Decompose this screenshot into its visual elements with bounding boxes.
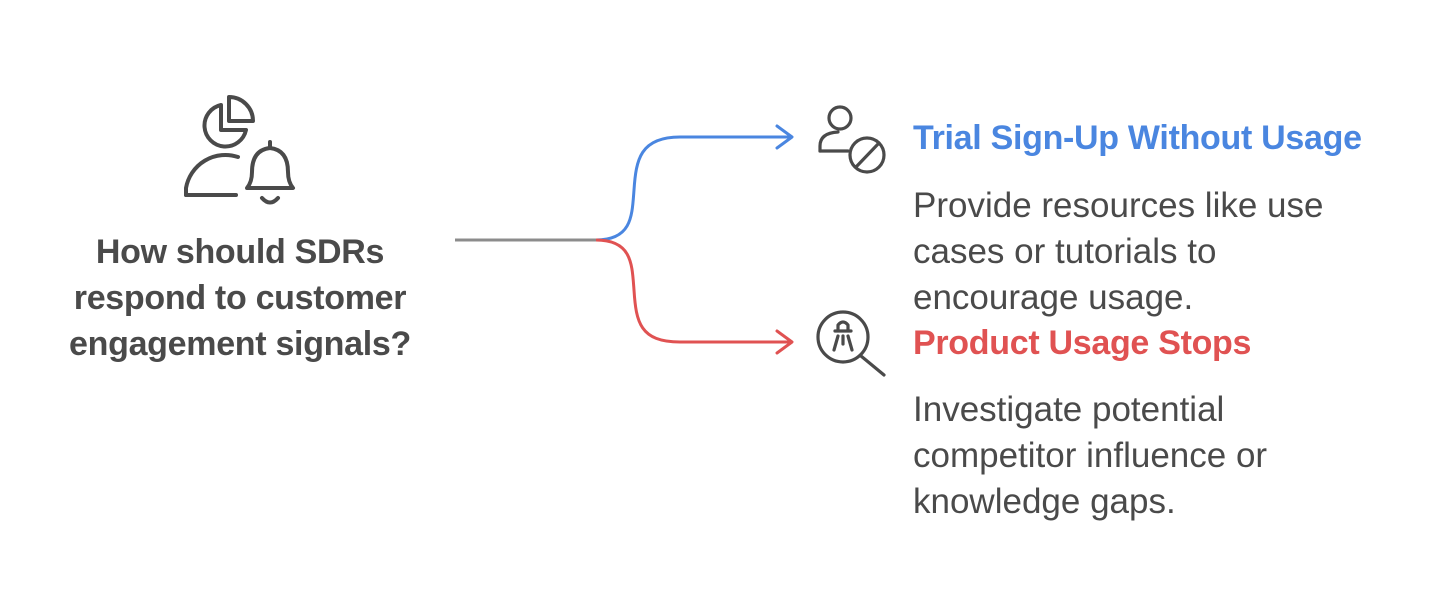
branch-connector-usage [595, 238, 790, 344]
arrowhead-usage [775, 329, 794, 355]
person-pie-chart-bell-icon [184, 95, 295, 205]
option-description-trial-signup: Provide resources like use cases or tuto… [913, 186, 1324, 317]
user-blocked-icon [818, 105, 886, 174]
option-description-usage-stops: Investigate potential competitor influen… [913, 390, 1268, 521]
option-title-trial-signup: Trial Sign-Up Without Usage [913, 119, 1362, 157]
option-title-usage-stops: Product Usage Stops [913, 324, 1252, 362]
magnifier-investigate-icon [816, 310, 886, 377]
central-question: How should SDRs respond to customer enga… [69, 233, 411, 363]
arrowhead-trial [775, 124, 794, 150]
branch-connector-trial [595, 135, 790, 242]
